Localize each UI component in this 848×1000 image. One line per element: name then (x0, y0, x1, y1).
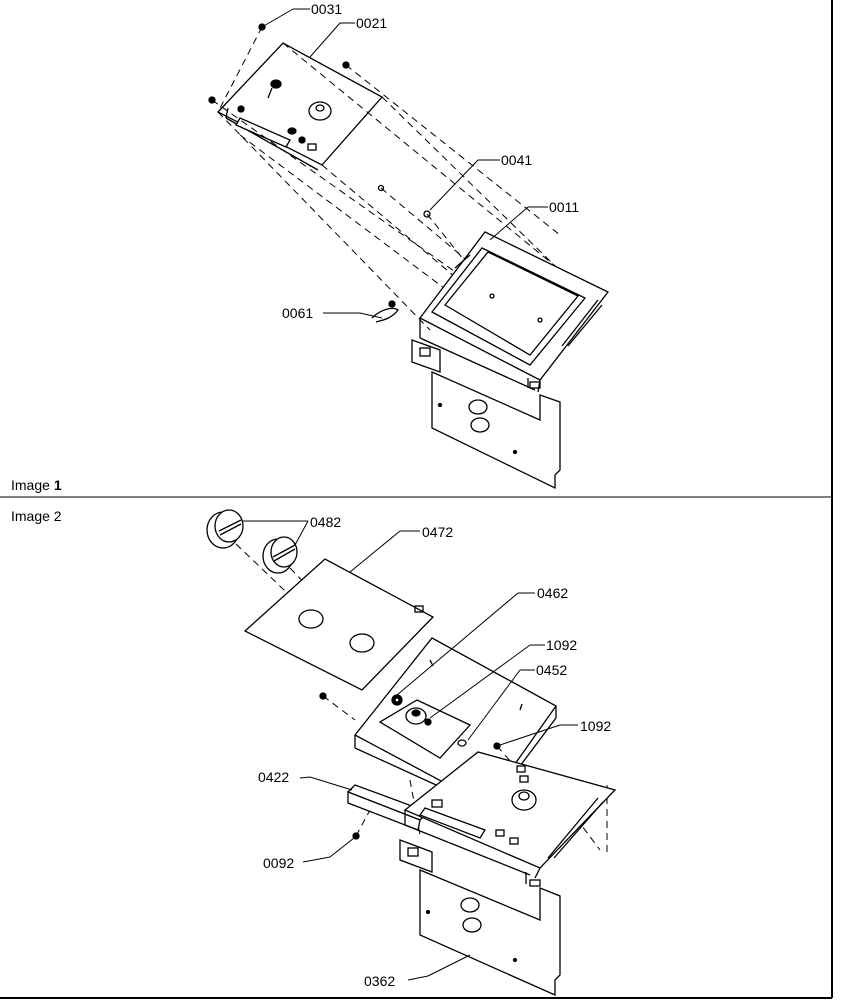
callout-0092: 0092 (263, 855, 295, 871)
callout-0462: 0462 (537, 585, 569, 601)
screws-image2 (319, 692, 360, 840)
front-panel-0472 (243, 558, 435, 691)
callout-1092-a: 1092 (546, 637, 578, 653)
lower-bracket-image1 (411, 339, 561, 490)
callout-0482: 0482 (310, 514, 342, 530)
image1-caption-number: 1 (53, 477, 62, 493)
knob-0482-a (206, 509, 244, 549)
image2-caption: Image 2 (11, 508, 62, 524)
callout-0452: 0452 (536, 662, 568, 678)
mounting-plate-image2 (403, 751, 617, 879)
image2-assembly (206, 509, 617, 997)
housing-0011 (419, 231, 610, 393)
callout-0061: 0061 (282, 305, 314, 321)
cover-plate-0021 (216, 42, 384, 171)
callout-0422: 0422 (258, 769, 290, 785)
callout-0031: 0031 (311, 1, 343, 17)
callout-1092-b: 1092 (580, 718, 612, 734)
image1-leaders (261, 8, 548, 319)
callout-0011: 0011 (549, 199, 580, 215)
callout-0362: 0362 (364, 973, 396, 989)
clip-0061 (371, 300, 399, 323)
image1-assembly (208, 23, 610, 490)
callout-0472: 0472 (422, 524, 454, 540)
callout-0021: 0021 (356, 15, 388, 31)
image1-caption-word: Image (11, 477, 50, 493)
image2-leaders (243, 520, 578, 981)
image1-caption: Image 1 (11, 477, 62, 493)
callout-0041: 0041 (501, 152, 533, 168)
knob-0482-b (262, 536, 298, 574)
lower-bracket-0362 (399, 839, 561, 997)
